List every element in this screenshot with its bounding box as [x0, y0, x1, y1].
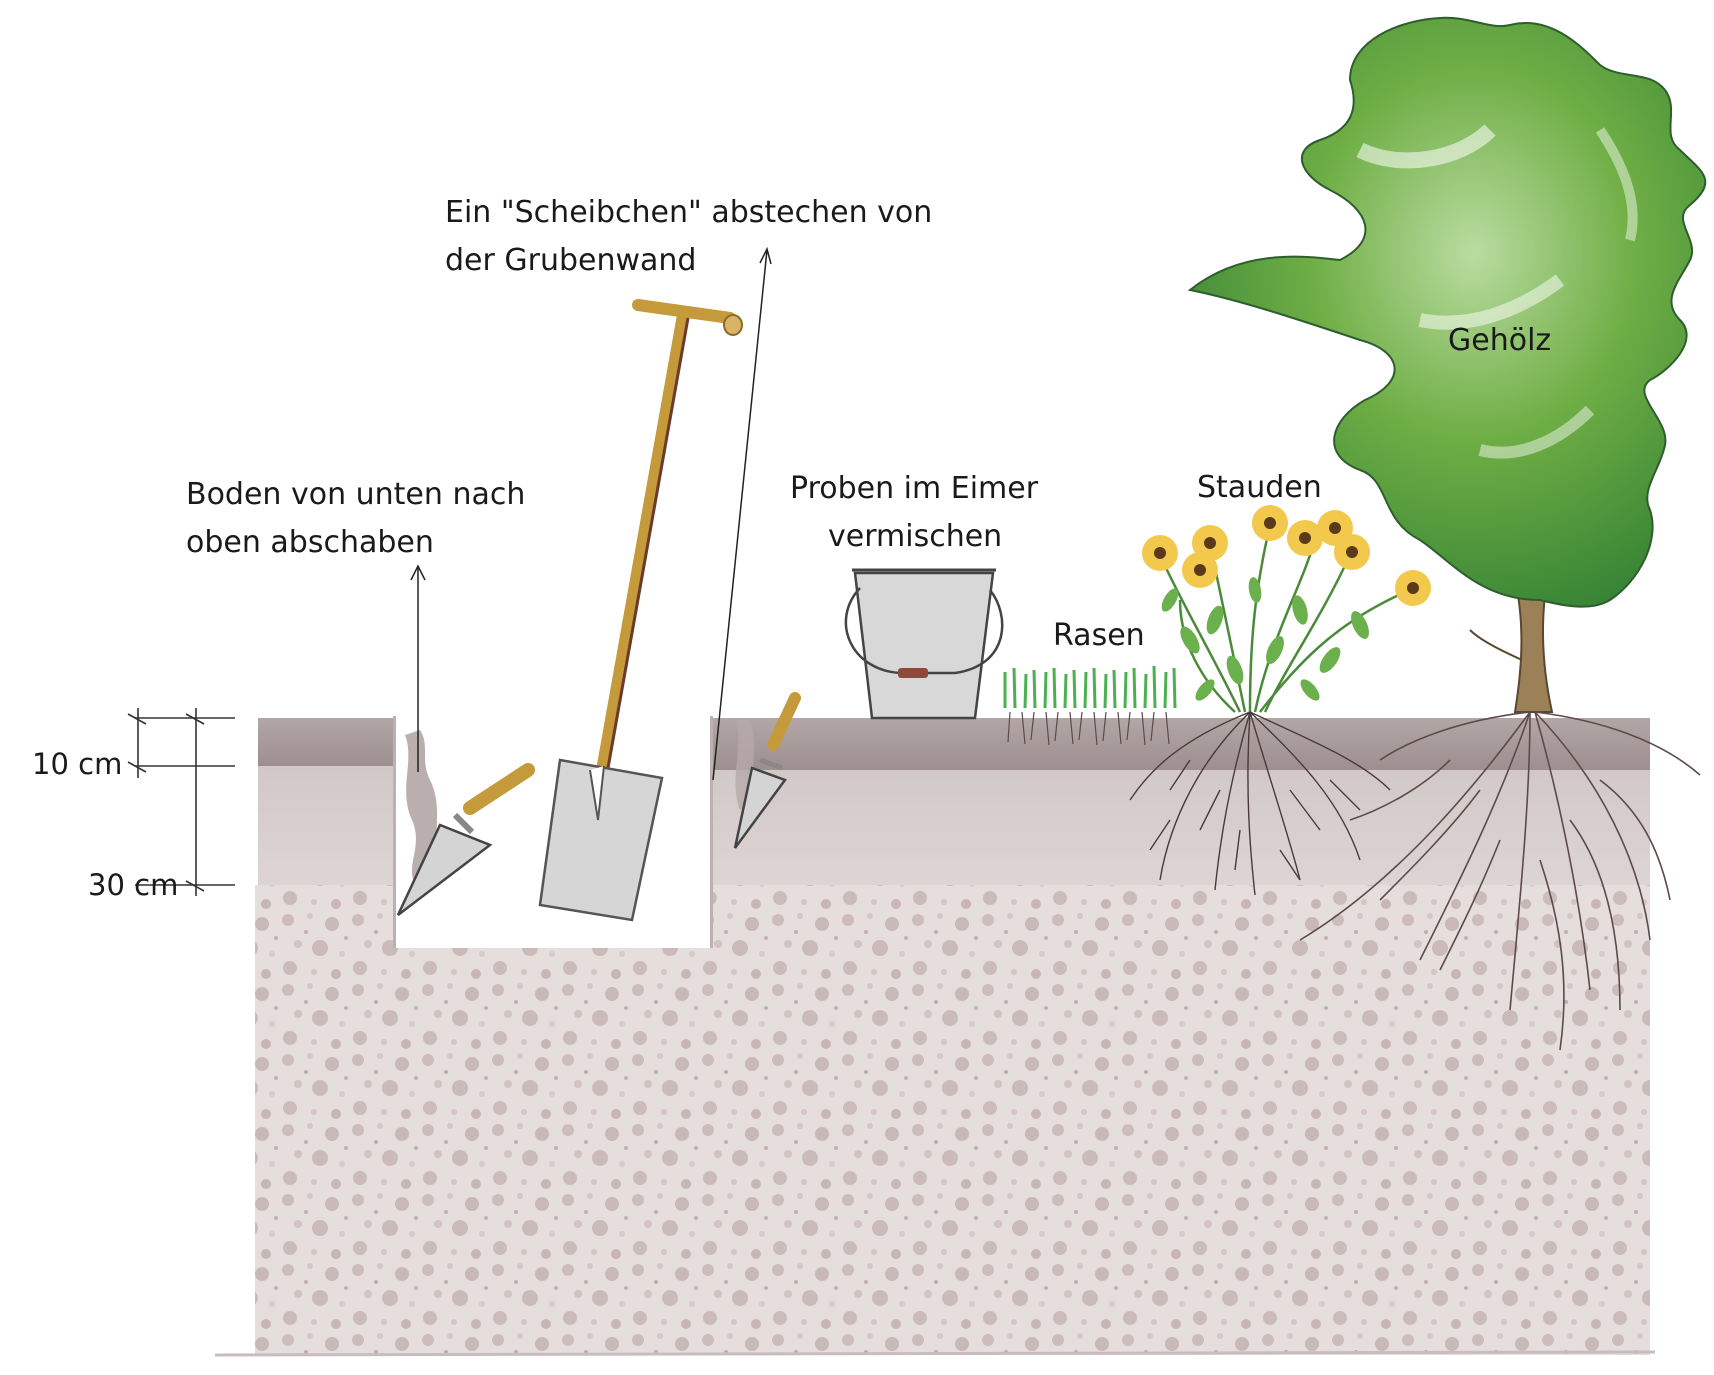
- depth-label-10cm: 10 cm: [32, 747, 122, 781]
- trowel-right-icon: [733, 692, 801, 849]
- label-perennials: Stauden: [1197, 470, 1322, 505]
- depth-label-30cm: 30 cm: [88, 868, 178, 902]
- soil-bottom-line: [214, 1350, 1656, 1357]
- flower-heads: [1142, 505, 1431, 606]
- perennials-icon: [1142, 505, 1431, 713]
- pit-wall-right: [710, 716, 713, 948]
- tree-trunk: [1513, 594, 1554, 713]
- lawn-roots: [1007, 711, 1170, 746]
- label-scrape-line2: oben abschaben: [186, 525, 434, 560]
- subsoil-layer-left: [258, 766, 393, 885]
- label-slice-line1: Ein "Scheibchen" abstechen von: [445, 195, 932, 230]
- soil-profile: [214, 716, 1656, 1357]
- topsoil-layer-right: [705, 718, 1650, 770]
- subsoil-layer-right: [705, 770, 1650, 885]
- depth-scale: [127, 708, 235, 896]
- trowel-left-icon: [396, 763, 535, 916]
- lawn-icon: [1003, 665, 1177, 709]
- perennial-roots: [1129, 711, 1391, 896]
- bucket-icon: [844, 568, 1004, 720]
- pointer-arrows: [410, 246, 772, 781]
- deep-soil-layer: [255, 885, 1650, 1355]
- tree-roots: [1299, 711, 1701, 1051]
- label-bucket-line2: vermischen: [828, 519, 1002, 554]
- label-scrape-line1: Boden von unten nach: [186, 477, 525, 512]
- topsoil-layer-left: [258, 718, 393, 766]
- pit-wall-left: [393, 716, 396, 948]
- label-woody: Gehölz: [1448, 323, 1551, 358]
- spade-icon: [538, 299, 743, 922]
- slice-arrow: [712, 249, 768, 781]
- tree-icon: [1187, 16, 1707, 713]
- label-slice-line2: der Grubenwand: [445, 243, 696, 278]
- label-bucket-line1: Proben im Eimer: [790, 471, 1039, 506]
- tree-canopy: [1187, 16, 1707, 608]
- label-lawn: Rasen: [1053, 618, 1145, 653]
